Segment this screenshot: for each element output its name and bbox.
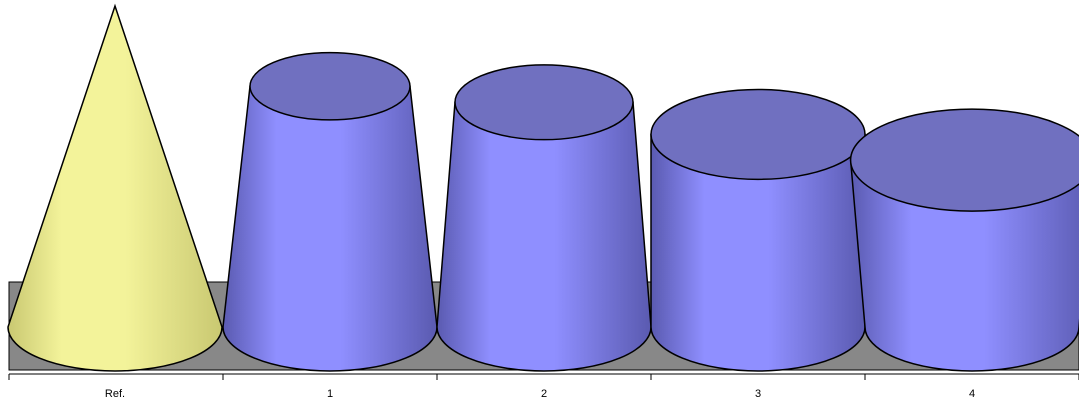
x-tick-label: 4: [969, 388, 975, 400]
x-tick-label: 3: [755, 388, 761, 400]
x-axis: Ref. 1 2 3 4: [8, 373, 1079, 400]
cone-body: [849, 159, 1079, 372]
cone-top-face: [454, 64, 634, 141]
cone-bar: [650, 88, 866, 372]
cone-bar: [222, 51, 438, 372]
cone-body: [222, 85, 438, 372]
cone-bars: [7, 3, 1079, 372]
cone-reference: [7, 3, 223, 372]
x-tick-label: 2: [541, 388, 547, 400]
cone-top-face: [249, 51, 411, 121]
cone-bar: [849, 108, 1079, 372]
cone-top-face: [849, 108, 1079, 212]
cone-top-face: [650, 88, 866, 181]
cone-body: [650, 133, 866, 372]
cone-body: [7, 3, 223, 372]
cone-body: [436, 101, 652, 372]
cone-bar: [436, 64, 652, 372]
x-tick-label: Ref.: [105, 388, 125, 400]
x-tick-label: 1: [327, 388, 333, 400]
